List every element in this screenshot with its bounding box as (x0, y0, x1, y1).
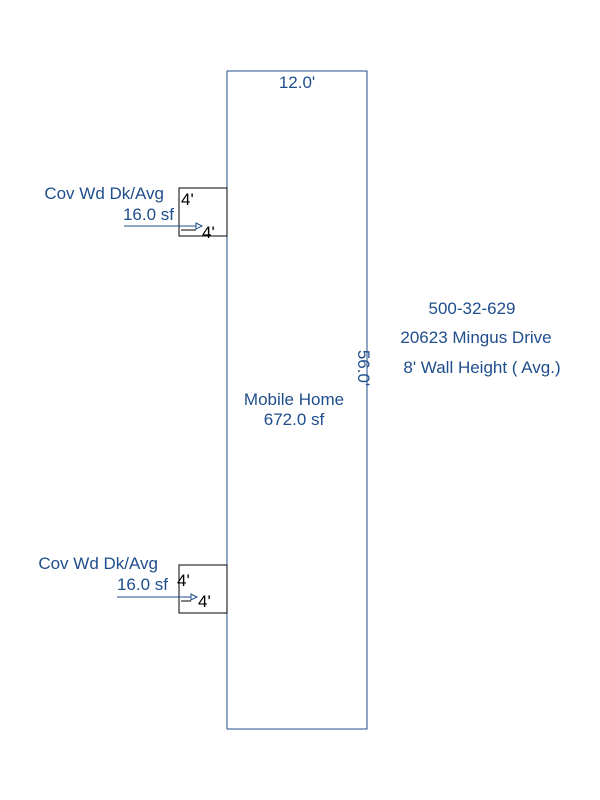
deck-2-area: 16.0 sf (117, 575, 168, 594)
deck-2-outline (178, 564, 228, 614)
mobile-home-length-label: 56.0' (354, 350, 373, 386)
mobile-home-width-label: 12.0' (279, 73, 315, 92)
deck-1-arrow-icon (195, 222, 204, 230)
deck-2-side-a: 4' (177, 571, 190, 590)
wall-height-note: 8' Wall Height ( Avg.) (403, 358, 560, 377)
deck-2-arrow-icon (190, 593, 199, 601)
deck-2: Cov Wd Dk/Avg 16.0 sf 4' 4' (38, 554, 228, 614)
deck-1-side-a: 4' (181, 190, 194, 209)
deck-1: Cov Wd Dk/Avg 16.0 sf 4' 4' (44, 184, 228, 242)
property-address: 20623 Mingus Drive (400, 328, 551, 347)
mobile-home-area: 672.0 sf (264, 410, 325, 429)
deck-1-name: Cov Wd Dk/Avg (44, 184, 164, 203)
deck-2-side-b: 4' (198, 592, 211, 611)
deck-1-area: 16.0 sf (123, 205, 174, 224)
mobile-home-name: Mobile Home (244, 390, 344, 409)
mobile-home-outline (226, 70, 368, 730)
deck-1-outline (178, 187, 228, 237)
deck-1-side-b: 4' (202, 223, 215, 242)
parcel-id: 500-32-629 (429, 299, 516, 318)
deck-2-name: Cov Wd Dk/Avg (38, 554, 158, 573)
